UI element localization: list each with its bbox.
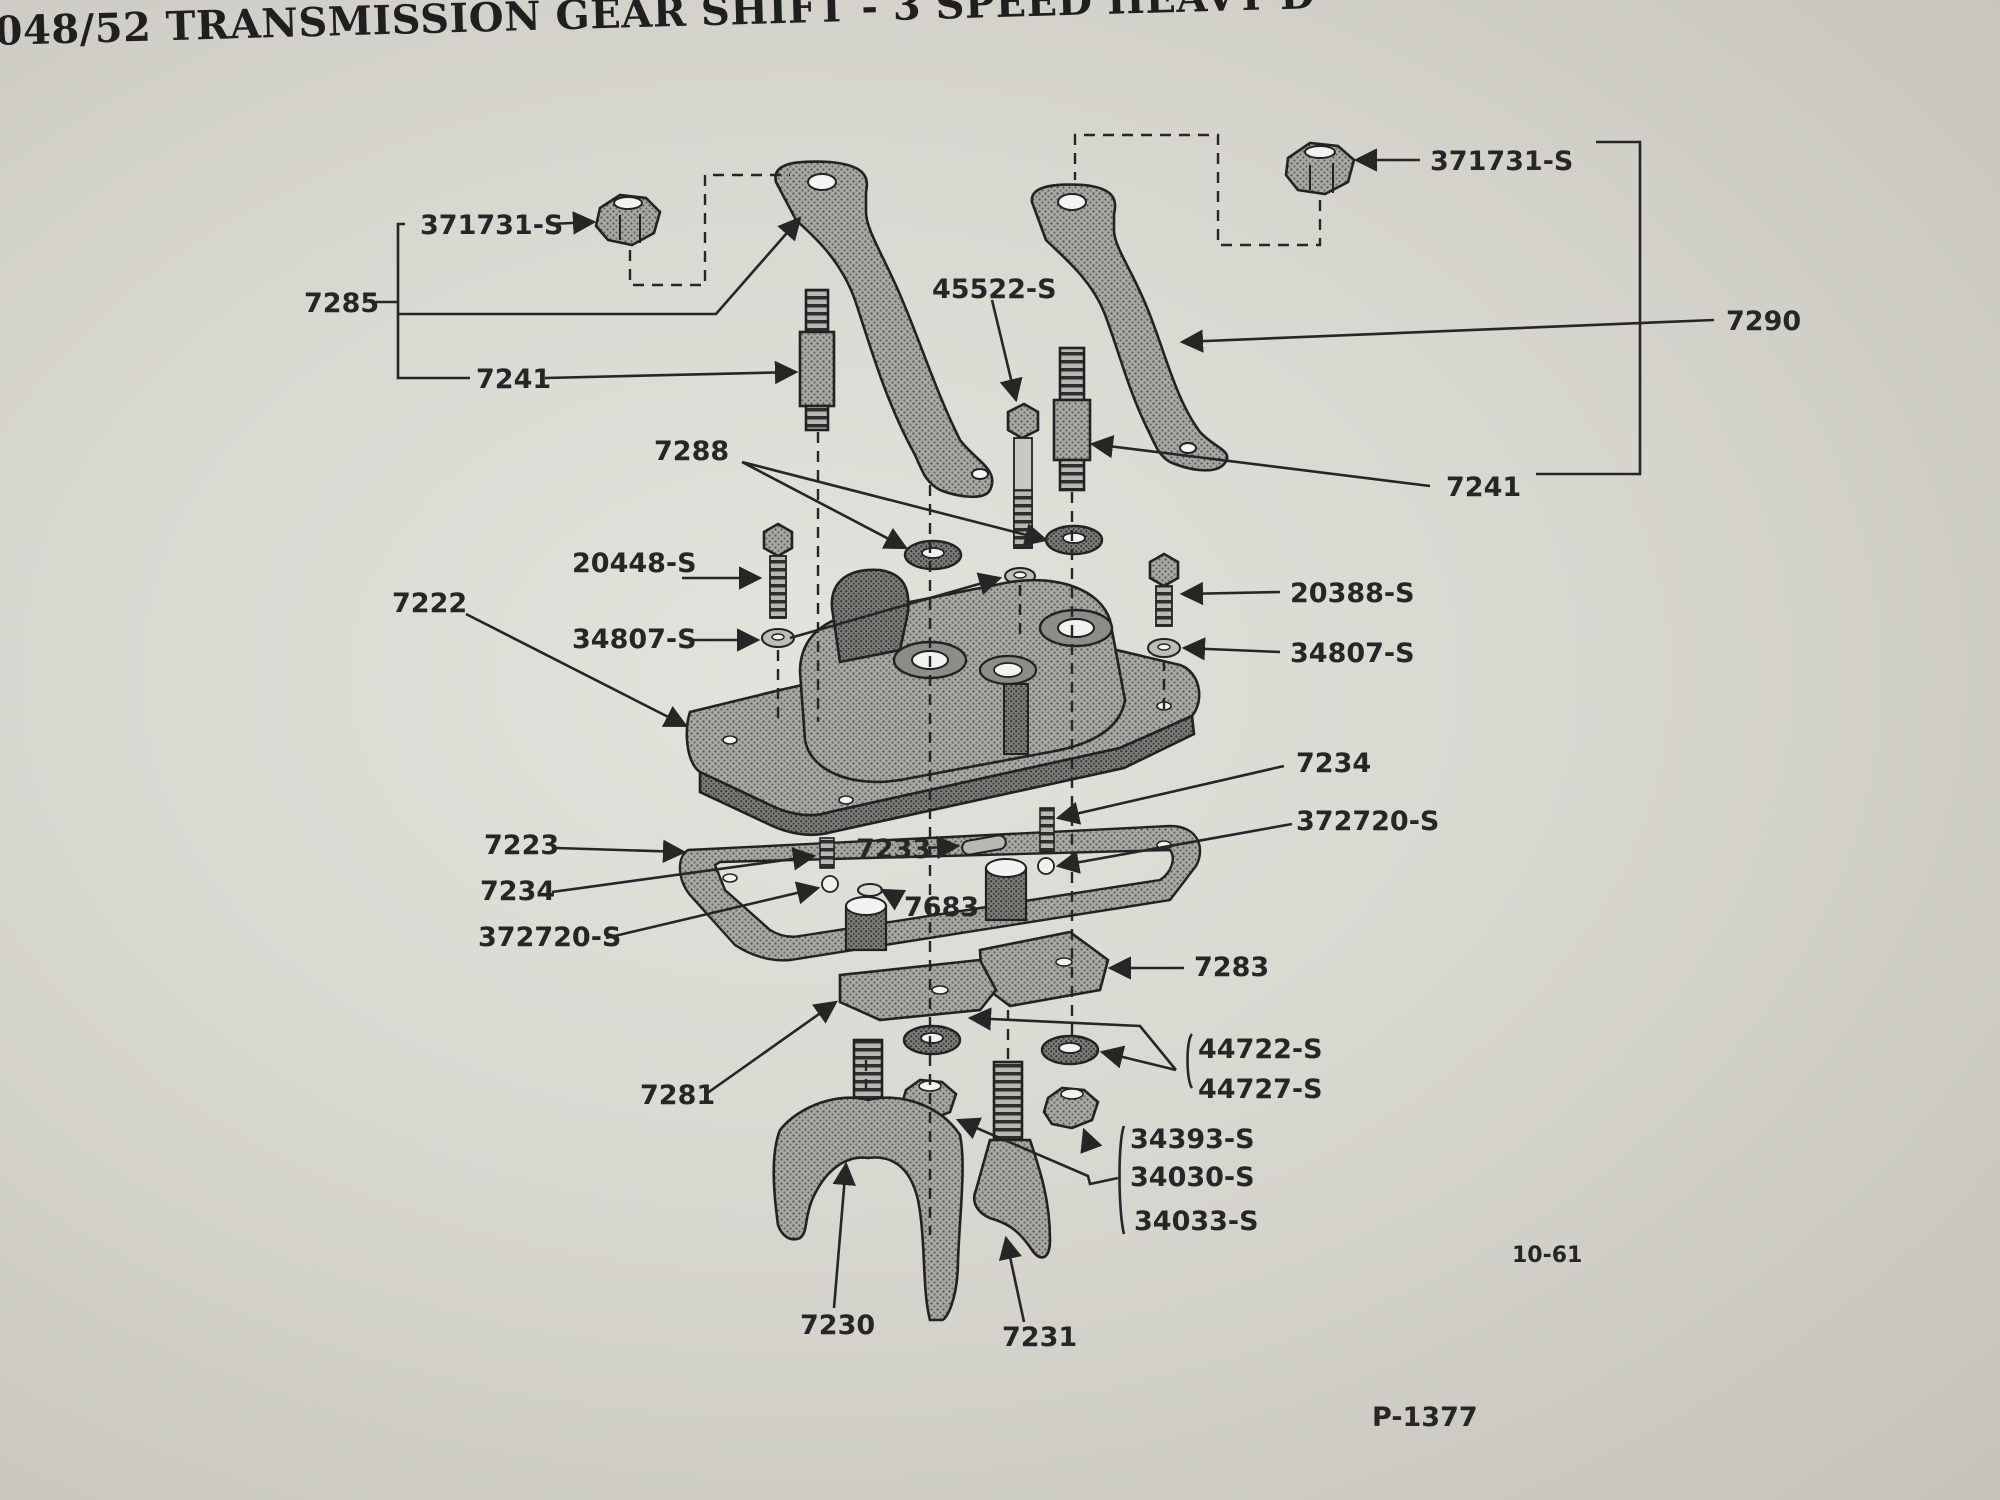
shift-fork-7230 xyxy=(772,1038,964,1322)
label-44722: 44722-S xyxy=(1198,1034,1323,1065)
shift-lever-7285 xyxy=(774,160,994,499)
label-7241-left: 7241 xyxy=(476,364,551,395)
shift-arm-7281 xyxy=(838,958,998,1022)
nut-right-371731 xyxy=(1284,141,1356,196)
label-7230: 7230 xyxy=(800,1310,875,1341)
label-34807-left: 34807-S xyxy=(572,624,697,655)
label-20388: 20388-S xyxy=(1290,578,1415,609)
washer-right-44722 xyxy=(1040,1034,1100,1066)
label-7223: 7223 xyxy=(484,830,559,861)
shaft-right-7241 xyxy=(1052,346,1092,492)
bolt-20388 xyxy=(1148,552,1180,627)
label-7231: 7231 xyxy=(1002,1322,1077,1353)
label-7222: 7222 xyxy=(392,588,467,619)
label-7285: 7285 xyxy=(304,288,379,319)
shift-arm-7283 xyxy=(978,930,1110,1008)
lock-washer-left-34807 xyxy=(761,628,795,648)
nut-left-371731 xyxy=(594,193,662,247)
label-7234-left: 7234 xyxy=(480,876,555,907)
leader-lines xyxy=(376,140,1715,1323)
washer-right-7288 xyxy=(1044,524,1104,556)
shaft-left-7241 xyxy=(798,288,836,432)
label-7290: 7290 xyxy=(1726,306,1801,337)
label-7683: 7683 xyxy=(904,892,979,923)
label-7233: 7233 xyxy=(856,834,931,865)
plate-number: P-1377 xyxy=(1372,1402,1478,1433)
spring-left-7234 xyxy=(819,837,835,869)
selector-boss-right xyxy=(984,858,1028,922)
label-34807-right: 34807-S xyxy=(1290,638,1415,669)
shift-fork-7231 xyxy=(973,1060,1052,1259)
seal-ring-7683 xyxy=(857,883,883,897)
selector-boss-left xyxy=(844,896,888,952)
label-7241-right: 7241 xyxy=(1446,472,1521,503)
washer-left-44722 xyxy=(902,1024,962,1056)
part-labels: 371731-S 371731-S 7285 7241 45522-S 7290… xyxy=(304,146,1801,1433)
label-372720-left: 372720-S xyxy=(478,922,621,953)
label-34030: 34030-S xyxy=(1130,1162,1255,1193)
label-34393: 34393-S xyxy=(1130,1124,1255,1155)
shift-housing-7222 xyxy=(685,568,1201,837)
interlock-pin-7233 xyxy=(961,834,1007,856)
ball-left-372720 xyxy=(821,875,839,893)
bolt-20448 xyxy=(762,522,794,619)
lock-washer-right-34807 xyxy=(1147,638,1181,658)
label-20448: 20448-S xyxy=(572,548,697,579)
label-7288: 7288 xyxy=(654,436,729,467)
date-code: 10-61 xyxy=(1512,1243,1582,1268)
ball-right-372720 xyxy=(1037,857,1055,875)
bolt-45522 xyxy=(1006,402,1040,549)
label-372720-right: 372720-S xyxy=(1296,806,1439,837)
label-371731-right: 371731-S xyxy=(1430,146,1573,177)
shift-lever-7290 xyxy=(1030,183,1229,472)
spring-right-7234 xyxy=(1039,807,1055,853)
label-7283: 7283 xyxy=(1194,952,1269,983)
label-371731-left: 371731-S xyxy=(420,210,563,241)
nut-right-34393 xyxy=(1042,1086,1100,1130)
label-45522: 45522-S xyxy=(932,274,1057,305)
label-7281: 7281 xyxy=(640,1080,715,1111)
label-34033: 34033-S xyxy=(1134,1206,1259,1237)
washer-left-7288 xyxy=(903,539,963,571)
label-44727: 44727-S xyxy=(1198,1074,1323,1105)
label-7234-top: 7234 xyxy=(1296,748,1371,779)
